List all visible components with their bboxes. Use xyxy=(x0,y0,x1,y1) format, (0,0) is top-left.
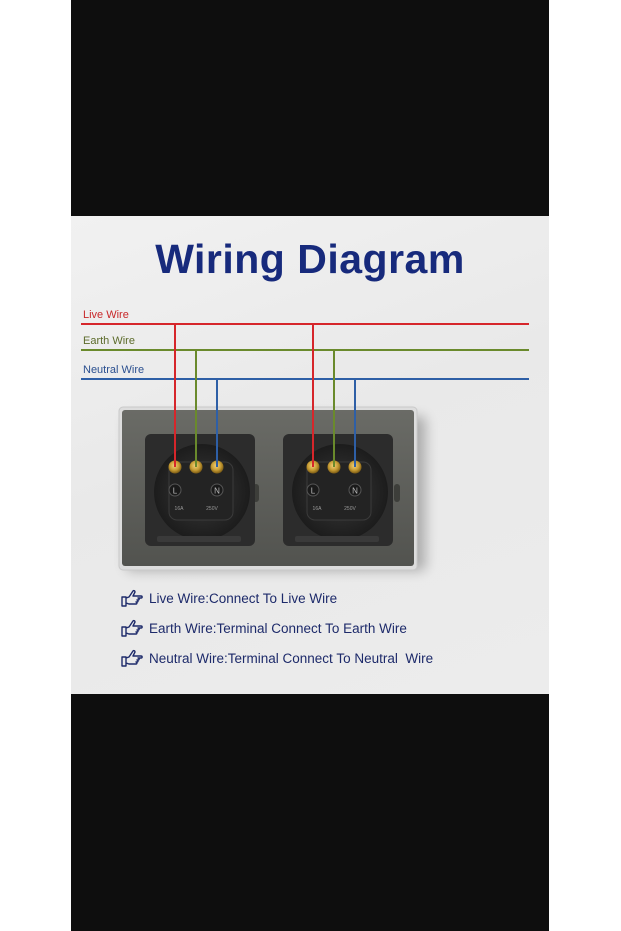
neutral-wire-label: Neutral Wire xyxy=(83,364,145,376)
instruction-live-text: Live Wire:Connect To Live Wire xyxy=(149,590,338,606)
live-wire-label: Live Wire xyxy=(83,309,129,321)
socket-2-rating-left: 16A xyxy=(313,506,323,512)
instruction-neutral: Neutral Wire:Terminal Connect To Neutral… xyxy=(121,647,433,669)
socket-1-terminal-n: N xyxy=(214,487,220,496)
pointing-hand-icon xyxy=(121,589,143,607)
wiring-diagram-panel: Wiring Diagram Live Wire Earth Wire Neut… xyxy=(71,216,549,694)
wiring-diagram-drawing: L N 16A 250V L N 16A 250V xyxy=(81,323,529,571)
socket-1-rating-left: 16A xyxy=(175,506,185,512)
socket-1-rating-right: 250V xyxy=(206,506,218,512)
socket-2-terminal-n: N xyxy=(352,487,358,496)
pointing-hand-icon xyxy=(121,619,143,637)
socket-2-terminal-l: L xyxy=(311,487,316,496)
instruction-neutral-text: Neutral Wire:Terminal Connect To Neutral… xyxy=(149,650,434,666)
pointing-hand-icon xyxy=(121,649,143,667)
diagram-title: Wiring Diagram xyxy=(155,236,465,282)
instruction-live: Live Wire:Connect To Live Wire xyxy=(121,587,337,609)
socket-module-1: L N 16A 250V xyxy=(145,434,255,546)
socket-1-terminal-l: L xyxy=(173,487,178,496)
socket-2-rating-right: 250V xyxy=(344,506,356,512)
instruction-earth-text: Earth Wire:Terminal Connect To Earth Wir… xyxy=(149,620,407,636)
instruction-earth: Earth Wire:Terminal Connect To Earth Wir… xyxy=(121,617,407,639)
earth-wire-label: Earth Wire xyxy=(83,335,135,347)
socket-module-2: L N 16A 250V xyxy=(283,434,393,546)
